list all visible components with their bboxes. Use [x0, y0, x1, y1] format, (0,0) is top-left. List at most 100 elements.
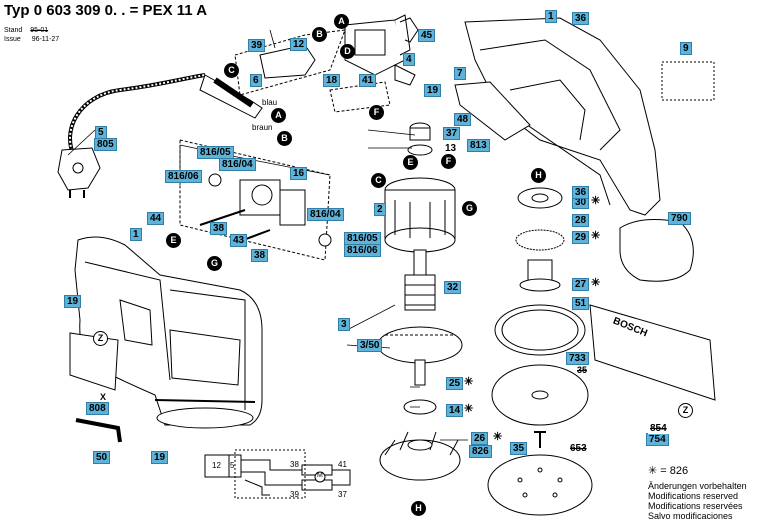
page-title: Typ 0 603 309 0. . = PEX 11 A — [4, 2, 208, 19]
part-label[interactable]: 41 — [359, 74, 377, 87]
note-line: Modifications reserved — [648, 491, 739, 501]
schematic-label: 37 — [338, 490, 347, 499]
part-label[interactable]: 2 — [374, 203, 386, 216]
kit-asterisk: ✳ — [591, 195, 601, 207]
power-cable — [68, 73, 263, 159]
part-label[interactable]: 805 — [94, 138, 117, 151]
schematic-label: 5 — [230, 461, 235, 470]
part-label[interactable]: 16 — [290, 167, 308, 180]
part-label[interactable]: 27 — [572, 278, 590, 291]
part-label[interactable]: 1 — [545, 10, 557, 23]
part-label[interactable]: 816/04 — [307, 208, 344, 221]
part-label[interactable]: 36 — [572, 186, 590, 199]
part-label[interactable]: 32 — [444, 281, 462, 294]
ref-marker-f: F — [441, 154, 456, 169]
kit-asterisk: ✳ — [493, 431, 503, 443]
part-label[interactable]: 29 — [572, 231, 590, 244]
schematic-label: 38 — [290, 460, 299, 469]
part-label[interactable]: 6 — [250, 74, 262, 87]
part-label[interactable]: 51 — [572, 297, 590, 310]
ref-marker-b: B — [277, 131, 292, 146]
hex-key — [75, 418, 122, 443]
part-label[interactable]: 653 — [568, 443, 589, 454]
brake-ring — [494, 304, 586, 356]
wire-brown-label: braun — [252, 123, 273, 132]
part-label[interactable]: 19 — [424, 84, 442, 97]
part-label[interactable]: 25 — [446, 377, 464, 390]
sanding-sheet — [487, 454, 593, 516]
part-label[interactable]: 38 — [210, 222, 228, 235]
part-label[interactable]: 733 — [566, 352, 589, 365]
motor-stator — [384, 177, 456, 253]
wiring-schematic — [204, 449, 351, 499]
ref-marker-e: E — [166, 233, 181, 248]
part-label[interactable]: 35 — [510, 442, 528, 455]
wire-blue-label: blau — [262, 98, 278, 107]
stand-row: Stand 95-01 — [4, 26, 48, 35]
cooling-fan — [379, 431, 461, 481]
part-label[interactable]: 816/06 — [344, 244, 381, 257]
part-label[interactable]: 43 — [230, 234, 248, 247]
part-label[interactable]: 38 — [251, 249, 269, 262]
ref-marker-z: Z — [678, 403, 693, 418]
part-label[interactable]: 790 — [668, 212, 691, 225]
part-label[interactable]: 12 — [290, 38, 308, 51]
part-label[interactable]: 1 — [130, 228, 142, 241]
part-label[interactable]: 13 — [443, 143, 459, 154]
part-label[interactable]: 816/04 — [219, 158, 256, 171]
part-label[interactable]: 4 — [403, 53, 415, 66]
ref-marker-a: A — [271, 108, 286, 123]
kit-legend: ✳ = 826 — [648, 465, 689, 477]
crossed-part-number: 35 — [577, 365, 588, 375]
part-label[interactable]: 39 — [248, 39, 266, 52]
note-line: Salvo modificaciones — [648, 511, 733, 521]
sanding-plate — [491, 364, 589, 426]
part-label[interactable]: 18 — [323, 74, 341, 87]
part-label[interactable]: 3 — [338, 318, 350, 331]
cable-clamp-parts — [234, 14, 419, 113]
part-label[interactable]: 36 — [572, 12, 590, 25]
part-label[interactable]: 813 — [467, 139, 490, 152]
crossed-mark: X — [100, 392, 107, 402]
ref-marker-g: G — [207, 256, 222, 271]
part-label[interactable]: 44 — [147, 212, 165, 225]
issue-row: Issue 96-11-27 — [4, 35, 59, 44]
ref-marker-e: E — [403, 155, 418, 170]
ref-marker-b: B — [312, 27, 327, 42]
part-label[interactable]: 754 — [646, 433, 669, 446]
part-label[interactable]: 37 — [443, 127, 461, 140]
part-label[interactable]: 9 — [680, 42, 692, 55]
ref-marker-c: C — [224, 63, 239, 78]
part-label[interactable]: 50 — [93, 451, 111, 464]
ref-marker-a: A — [334, 14, 349, 29]
part-label[interactable]: 28 — [572, 214, 590, 227]
part-label[interactable]: 816/05 — [197, 146, 234, 159]
part-label[interactable]: 26 — [471, 432, 489, 445]
part-label[interactable]: 826 — [469, 445, 492, 458]
part-label[interactable]: 14 — [446, 404, 464, 417]
ref-marker-h: H — [411, 501, 426, 516]
top-bearing — [407, 122, 433, 156]
stand-value: 95-01 — [30, 27, 49, 34]
ref-marker-g: G — [462, 201, 477, 216]
part-label[interactable]: 45 — [418, 29, 436, 42]
dust-bag — [589, 304, 716, 401]
part-label[interactable]: 816/06 — [165, 170, 202, 183]
part-label[interactable]: 3/50 — [357, 339, 383, 352]
issue-value: 96-11-27 — [31, 36, 60, 43]
eccentric-bearing — [515, 187, 565, 292]
part-label[interactable]: 808 — [86, 402, 109, 415]
dust-box — [619, 219, 694, 282]
part-label[interactable]: 854 — [648, 423, 669, 434]
part-label[interactable]: 19 — [64, 295, 82, 308]
kit-asterisk: ✳ — [464, 403, 474, 415]
part-label[interactable]: 48 — [454, 113, 472, 126]
switch-assembly — [179, 139, 332, 261]
housing-shell-right — [464, 17, 661, 216]
part-label[interactable]: 7 — [454, 67, 466, 80]
ref-marker-c: C — [371, 173, 386, 188]
stand-label: Stand — [4, 27, 23, 34]
ref-marker-z: Z — [93, 331, 108, 346]
part-label[interactable]: 19 — [151, 451, 169, 464]
